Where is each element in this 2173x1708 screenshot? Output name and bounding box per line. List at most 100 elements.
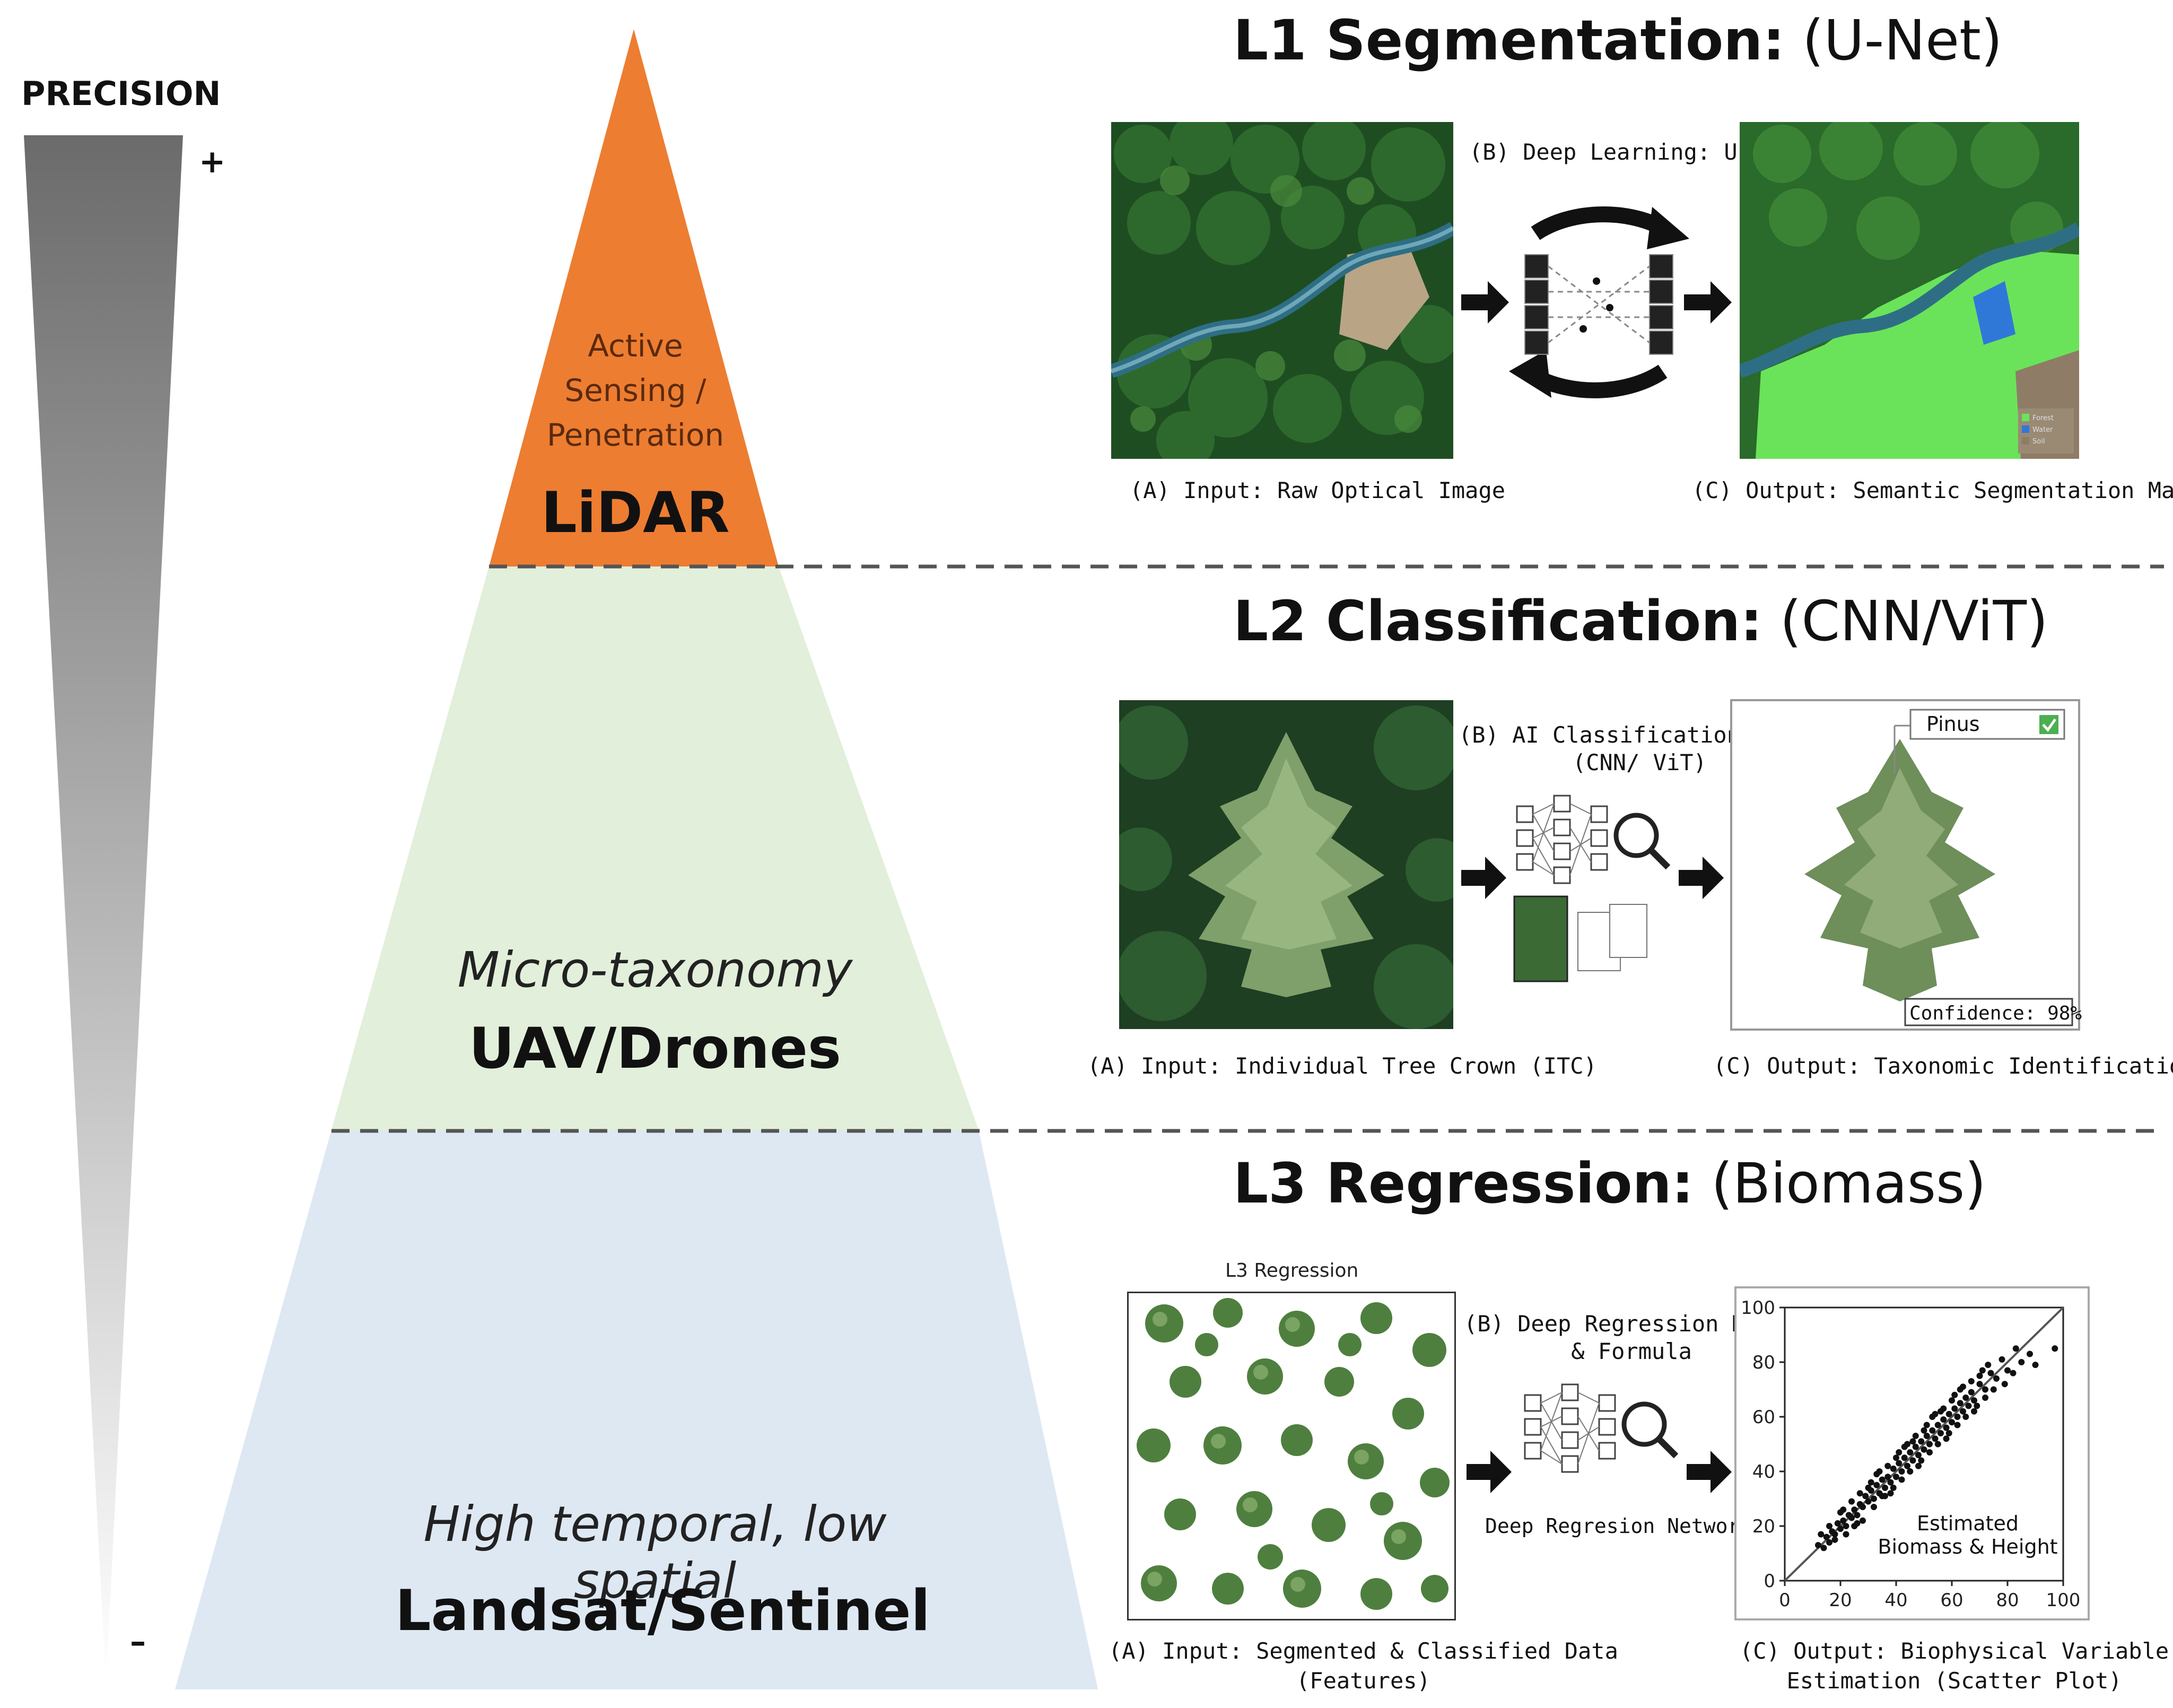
scatter-point — [1831, 1536, 1838, 1543]
scatter-point — [1951, 1405, 1958, 1412]
arrow-right-icon — [1467, 1451, 1512, 1493]
scatter-point — [1932, 1435, 1939, 1442]
scatter-point — [1882, 1493, 1888, 1500]
scatter-point — [1860, 1517, 1866, 1524]
x-tick-label: 0 — [1779, 1590, 1791, 1611]
l2-step-b-line-2: (CNN/ ViT) — [1572, 750, 1707, 775]
scatter-point — [1840, 1517, 1847, 1524]
scatter-point — [1960, 1408, 1966, 1415]
scatter-point — [1896, 1460, 1903, 1467]
scatter-point — [1918, 1438, 1925, 1445]
scatter-point — [1926, 1441, 1933, 1448]
x-tick-label: 20 — [1829, 1590, 1852, 1611]
y-tick-label: 80 — [1752, 1352, 1775, 1373]
scatter-point — [1987, 1370, 1994, 1376]
y-tick-label: 40 — [1752, 1461, 1775, 1483]
scatter-point — [1982, 1386, 1988, 1393]
scatter-point — [1999, 1356, 2005, 1363]
scatter-point — [1938, 1430, 1944, 1436]
scatter-point — [1949, 1397, 1955, 1404]
scatter-point — [1965, 1402, 1972, 1409]
scatter-point — [1848, 1514, 1855, 1521]
scatter-point — [2032, 1362, 2039, 1369]
y-tick-label: 0 — [1764, 1571, 1775, 1592]
scatter-point — [1904, 1462, 1910, 1469]
arrow-right-icon — [1461, 857, 1506, 899]
arrow-right-icon — [1687, 1451, 1732, 1493]
scatter-point — [1865, 1498, 1872, 1505]
plot-frame — [1784, 1306, 2064, 1582]
scatter-point — [1940, 1416, 1947, 1423]
check-icon — [2039, 715, 2058, 734]
scatter-point — [1976, 1372, 1983, 1379]
scatter-point — [1887, 1479, 1894, 1486]
scatter-point — [1907, 1468, 1914, 1475]
scatter-point — [1854, 1512, 1861, 1519]
scatter-point — [1918, 1457, 1925, 1464]
scatter-point — [1840, 1506, 1847, 1513]
scatter-point — [1938, 1408, 1944, 1415]
reference-line — [1784, 1306, 2064, 1582]
y-tick-label: 100 — [1741, 1297, 1775, 1319]
scatter-point — [1837, 1526, 1844, 1532]
landsat-name: Landsat/Sentinel — [395, 1578, 930, 1643]
scatter-point — [1921, 1446, 1927, 1453]
scatter-annotation-line-1: Estimated — [1917, 1512, 2019, 1535]
scatter-point — [1909, 1438, 1916, 1445]
scatter-point — [1932, 1410, 1939, 1417]
x-tick-label: 100 — [2046, 1590, 2081, 1611]
scatter-point — [1893, 1474, 1899, 1480]
l3-caption-a-line-2: (Features) — [1296, 1668, 1430, 1694]
scatter-point — [1923, 1433, 1930, 1440]
l2-output-panel — [1730, 699, 2080, 1031]
scatter-point — [1818, 1531, 1825, 1538]
mask-legend-labels: Forest Water Soil — [2032, 413, 2054, 448]
legend-water: Water — [2032, 426, 2053, 434]
l3-title-bold: L3 Regression: — [1233, 1151, 1694, 1216]
pinus-label: Pinus — [1926, 712, 1980, 736]
l3-image-label: L3 Regression — [1225, 1260, 1359, 1282]
scatter-point — [1890, 1465, 1897, 1472]
l3-caption-a-line-1: (A) Input: Segmented & Classified Data — [1109, 1638, 1618, 1664]
arrow-right-icon — [1684, 281, 1732, 324]
x-tick-label: 80 — [1996, 1590, 2019, 1611]
l3-title-rest: (Biomass) — [1711, 1151, 1986, 1216]
confidence-label: Confidence: 98% — [1909, 1003, 2082, 1024]
mask-legend — [2018, 408, 2074, 454]
l3-input-image — [1127, 1292, 1456, 1620]
scatter-point — [1951, 1391, 1958, 1398]
scatter-point — [1971, 1397, 1977, 1404]
scatter-point — [2004, 1367, 2011, 1374]
scatter-annotation: Estimated Biomass & Height — [1875, 1512, 2061, 1558]
scatter-point — [1962, 1414, 1969, 1420]
scatter-point — [2001, 1381, 2008, 1388]
l1-caption-a: (A) Input: Raw Optical Image — [1130, 477, 1506, 503]
l3-caption-c-line-1: (C) Output: Biophysical Variable — [1740, 1638, 2169, 1664]
l2-input-image — [1119, 700, 1453, 1029]
scatter-point — [1871, 1503, 1877, 1510]
scatter-point — [1974, 1402, 1980, 1409]
scatter-point — [2052, 1345, 2058, 1352]
l2-title-rest: (CNN/ViT) — [1779, 589, 2048, 653]
cnn-diagram — [1461, 795, 1724, 982]
x-tick-label: 60 — [1940, 1590, 1963, 1611]
scatter-point — [1979, 1367, 1986, 1374]
precision-plus: + — [199, 143, 226, 180]
scatter-point — [1896, 1449, 1903, 1456]
regression-network-diagram — [1467, 1383, 1732, 1493]
pyramid-tier-landsat — [175, 1130, 1098, 1689]
scatter-point — [2018, 1359, 2025, 1365]
y-tick-label: 60 — [1752, 1407, 1775, 1428]
scatter-point — [1851, 1506, 1858, 1513]
uav-subtitle: Micro-taxonomy — [457, 942, 853, 998]
scatter-point — [1907, 1449, 1914, 1456]
scatter-point — [1990, 1386, 1997, 1393]
scatter-point — [2027, 1350, 2033, 1357]
scatter-point — [1957, 1400, 1963, 1407]
scatter-point — [1873, 1482, 1880, 1488]
scatter-point — [1921, 1427, 1927, 1434]
scatter-point — [1848, 1498, 1855, 1505]
l2-caption-a: (A) Input: Individual Tree Crown (ITC) — [1087, 1053, 1597, 1079]
